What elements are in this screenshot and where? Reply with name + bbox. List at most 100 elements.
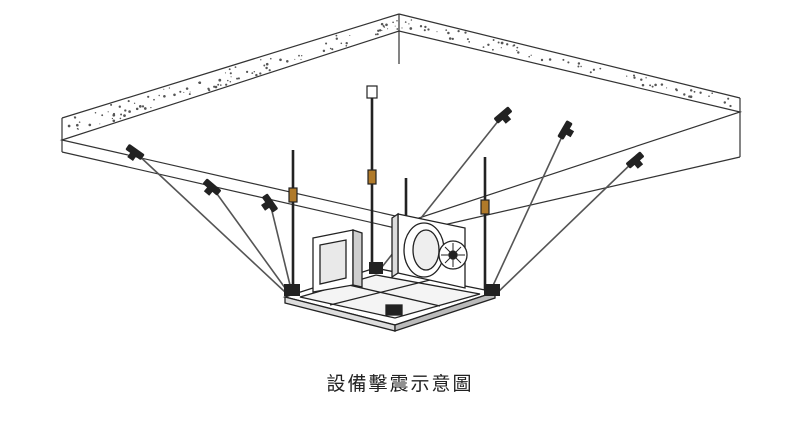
damper-box-side xyxy=(352,229,363,288)
unit-end-panel xyxy=(391,212,399,279)
brace-rod xyxy=(489,129,566,293)
concrete-speckle xyxy=(322,49,326,53)
concrete-speckle xyxy=(179,90,182,93)
concrete-speckle xyxy=(268,69,271,72)
seismic-bracing-diagram xyxy=(59,13,743,332)
concrete-speckle xyxy=(567,61,570,64)
brace-rod xyxy=(269,202,291,286)
concrete-speckle xyxy=(329,47,332,50)
concrete-speckle xyxy=(224,72,227,74)
concrete-speckle xyxy=(340,42,343,45)
concrete-speckle xyxy=(378,29,382,32)
corner-fitting-icon xyxy=(484,284,500,296)
concrete-speckle xyxy=(577,65,580,68)
concrete-speckle xyxy=(693,90,696,93)
concrete-speckle xyxy=(112,113,116,117)
concrete-speckle xyxy=(530,54,532,56)
concrete-speckle xyxy=(651,85,654,88)
concrete-speckle xyxy=(683,93,686,96)
concrete-speckle xyxy=(660,83,664,86)
concrete-speckle xyxy=(445,29,448,31)
concrete-speckle xyxy=(540,58,544,62)
concrete-speckle xyxy=(150,106,152,109)
diagram-caption: 設備擊震示意圖 xyxy=(326,373,474,395)
concrete-speckle xyxy=(487,43,490,46)
concrete-speckle xyxy=(67,124,71,128)
ceiling-top-face xyxy=(59,30,743,221)
concrete-speckle xyxy=(198,81,202,85)
concrete-speckle xyxy=(376,33,379,36)
round-duct-inner xyxy=(412,229,440,271)
concrete-speckle xyxy=(654,83,657,87)
brace-rod xyxy=(494,159,636,296)
concrete-speckle xyxy=(419,25,423,28)
concrete-speckle xyxy=(78,121,81,123)
concrete-speckle xyxy=(270,57,272,60)
concrete-speckle xyxy=(380,22,384,26)
concrete-speckle xyxy=(133,102,136,104)
concrete-speckle xyxy=(626,75,628,77)
concrete-speckle xyxy=(163,88,165,90)
concrete-speckle xyxy=(708,95,710,97)
concrete-speckle xyxy=(396,20,398,22)
concrete-speckle xyxy=(228,68,231,71)
concrete-speckle xyxy=(99,123,101,125)
concrete-speckle xyxy=(466,38,469,41)
concrete-speckle xyxy=(404,21,407,23)
concrete-speckle xyxy=(189,91,191,93)
frame-crossbar xyxy=(329,279,431,306)
concrete-speckle xyxy=(236,77,239,80)
concrete-speckle xyxy=(153,98,155,101)
concrete-speckle xyxy=(729,104,732,108)
concrete-speckle xyxy=(128,110,131,113)
brace-clamp-icon xyxy=(125,144,145,161)
concrete-speckle xyxy=(599,67,602,70)
concrete-speckle xyxy=(335,37,338,40)
concrete-speckle xyxy=(381,29,383,32)
concrete-speckle xyxy=(141,105,145,108)
corner-fitting-icon xyxy=(369,262,383,274)
concrete-speckle xyxy=(218,78,222,82)
concrete-speckle xyxy=(265,66,268,70)
concrete-speckle xyxy=(251,72,254,74)
concrete-speckle xyxy=(392,21,394,24)
concrete-speckle xyxy=(409,27,413,30)
concrete-speckle xyxy=(112,119,116,123)
ceiling-top-edge-right xyxy=(398,13,741,99)
concrete-speckle xyxy=(73,116,77,119)
concrete-speckle xyxy=(123,114,126,117)
concrete-speckle xyxy=(401,27,403,29)
rod-coupler-icon xyxy=(480,199,490,215)
ceiling-top-edge-left xyxy=(61,13,400,119)
concrete-speckle xyxy=(451,37,454,41)
concrete-speckle xyxy=(699,91,702,94)
concrete-speckle xyxy=(516,46,519,49)
concrete-speckle xyxy=(279,58,282,62)
concrete-speckle xyxy=(75,123,79,127)
concrete-speckle xyxy=(408,23,410,25)
concrete-speckle xyxy=(506,43,509,46)
brace-rod xyxy=(211,186,289,293)
concrete-speckle xyxy=(592,68,596,71)
concrete-speckle xyxy=(492,39,495,41)
seismic-braces xyxy=(134,114,636,296)
concrete-speckle xyxy=(76,127,79,130)
concrete-speckle xyxy=(482,46,485,48)
damper-box xyxy=(312,229,363,293)
concrete-speckle xyxy=(110,103,113,106)
concrete-speckle xyxy=(259,72,262,75)
concrete-texture xyxy=(67,19,732,130)
concrete-speckle xyxy=(124,109,127,112)
concrete-speckle xyxy=(227,79,229,82)
concrete-speckle xyxy=(107,111,109,113)
concrete-speckle xyxy=(464,31,467,34)
concrete-speckle xyxy=(120,113,122,116)
concrete-speckle xyxy=(492,48,494,51)
brace-clamp-icon xyxy=(203,178,221,196)
concrete-speckle xyxy=(325,42,328,45)
concrete-speckle xyxy=(468,41,471,43)
concrete-speckle xyxy=(185,87,189,90)
hanger-attachments xyxy=(288,85,490,215)
concrete-speckle xyxy=(711,92,713,94)
concrete-speckle xyxy=(234,66,237,68)
